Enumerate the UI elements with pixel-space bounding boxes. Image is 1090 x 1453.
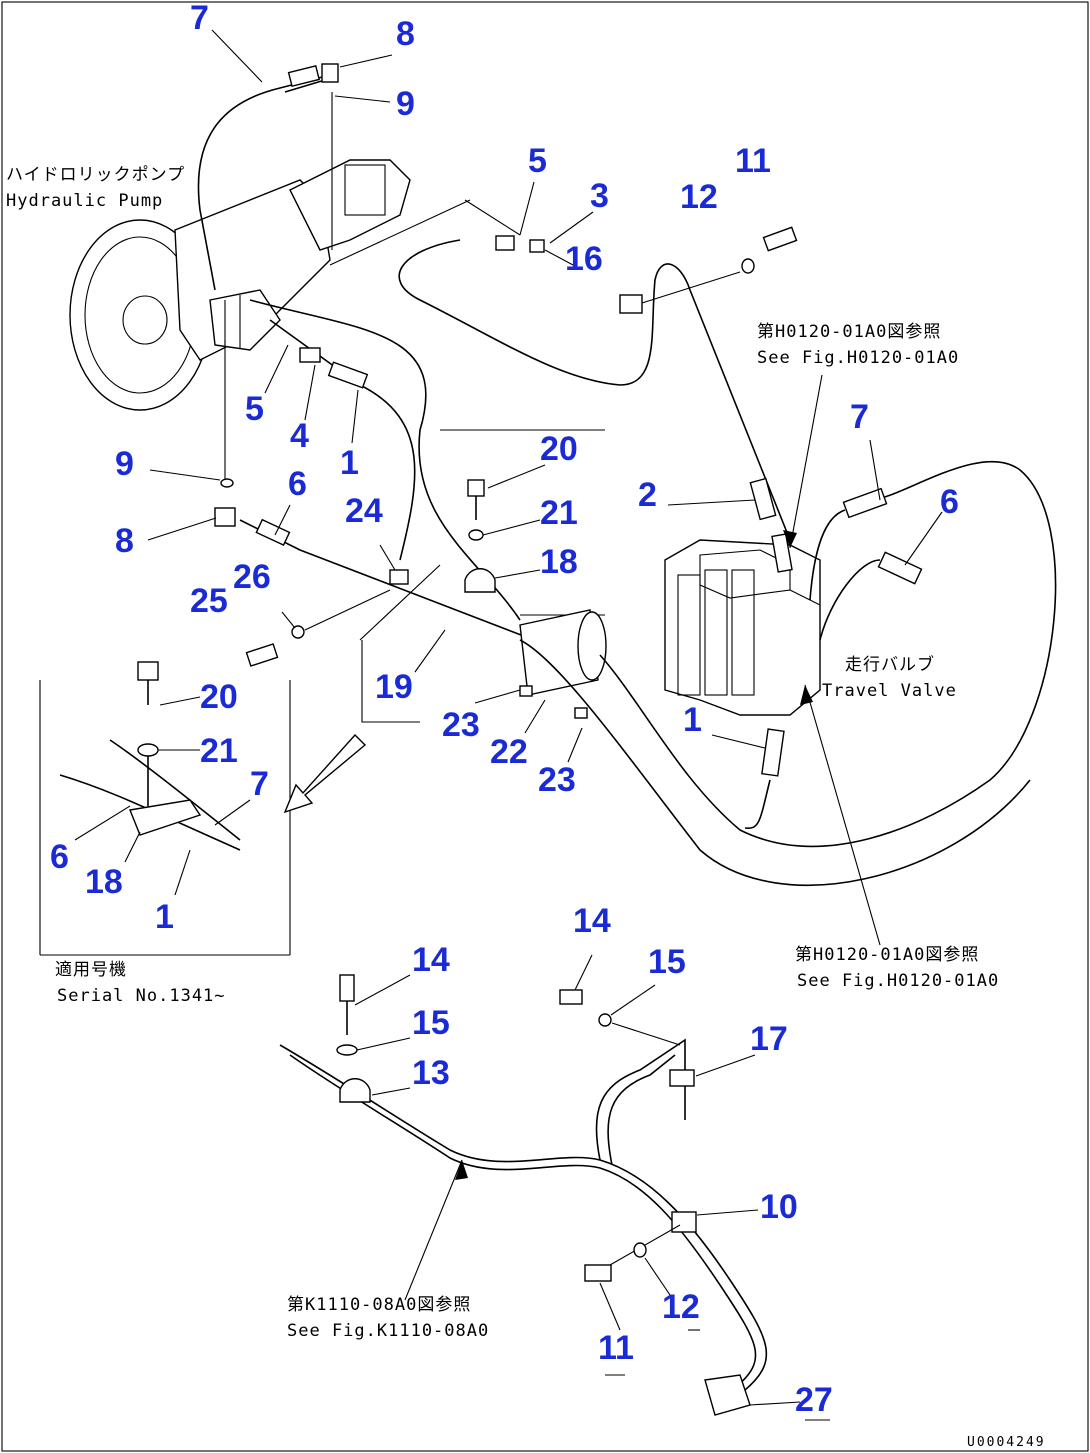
serial-label-en: Serial No.1341~ [57,986,226,1006]
callout-6-inset: 6 [50,838,69,876]
hose-7-upper [197,74,331,291]
callout-16: 16 [565,240,603,278]
callout-21-inset: 21 [200,732,238,770]
callout-21: 21 [540,494,578,532]
ref3-label-jp: 第K1110-08A0図参照 [287,1295,471,1315]
callout-15-right: 15 [648,943,686,981]
callout-24: 24 [345,492,383,530]
inset-detail [39,661,291,956]
callout-3: 3 [590,177,609,215]
callout-7-pump-hose: 7 [190,0,209,37]
callout-23-left: 23 [442,706,480,744]
travel-valve [664,539,821,716]
callout-9-lower: 9 [115,445,134,483]
ref1-label-jp: 第H0120-01A0図参照 [757,322,941,342]
serial-label-jp: 適用号機 [55,960,127,980]
travel-valve-label-jp: 走行バルブ [845,654,935,675]
callout-8-lower: 8 [115,522,134,560]
callout-18: 18 [540,543,578,581]
callout-25: 25 [190,582,228,620]
callout-6-valve: 6 [940,483,959,521]
callout-18-inset: 18 [85,863,123,901]
callout-19: 19 [375,668,413,706]
callout-13: 13 [412,1054,450,1092]
callout-22: 22 [490,733,528,771]
callout-6-pump: 6 [288,465,307,503]
callout-26: 26 [233,558,271,596]
callout-17: 17 [750,1020,788,1058]
callout-20: 20 [540,430,578,468]
callout-numbers: 7 8 9 5 3 11 12 16 5 4 1 9 8 6 20 21 18 … [50,0,959,1419]
callout-14-left: 14 [412,941,450,979]
callout-9-top: 9 [396,85,415,123]
travel-valve-label-en: Travel Valve [822,681,957,701]
callout-5-pump: 5 [245,390,264,428]
callout-1-inset: 1 [155,898,174,936]
callout-27: 27 [795,1381,833,1419]
callout-14-right: 14 [573,902,611,940]
ref3-label-en: See Fig.K1110-08A0 [287,1321,489,1341]
callout-20-inset: 20 [200,678,238,716]
callout-10: 10 [760,1188,798,1226]
ref2-label-en: See Fig.H0120-01A0 [797,971,999,991]
callout-12-top: 12 [680,178,718,216]
ref2-label-jp: 第H0120-01A0図参照 [795,945,979,965]
document-code: U0004249 [967,1435,1046,1450]
ref1-label-en: See Fig.H0120-01A0 [757,348,959,368]
callout-11-bottom: 11 [598,1329,634,1367]
callout-8-top: 8 [396,15,415,53]
callout-15-left: 15 [412,1004,450,1042]
hydraulic-pump [69,159,411,411]
callout-1-pump: 1 [340,444,359,482]
pump-label-en: Hydraulic Pump [6,191,163,211]
callout-5-top: 5 [528,142,547,180]
callout-7-valve: 7 [850,398,869,436]
callout-11-top: 11 [735,142,771,180]
callout-12-bottom: 12 [662,1288,700,1326]
callout-1-valve: 1 [683,701,702,739]
callout-4: 4 [290,417,309,455]
callout-2: 2 [638,476,657,514]
callout-23-right: 23 [538,761,576,799]
callout-7-inset: 7 [250,765,269,803]
pump-label-jp: ハイドロリックポンプ [6,165,185,185]
